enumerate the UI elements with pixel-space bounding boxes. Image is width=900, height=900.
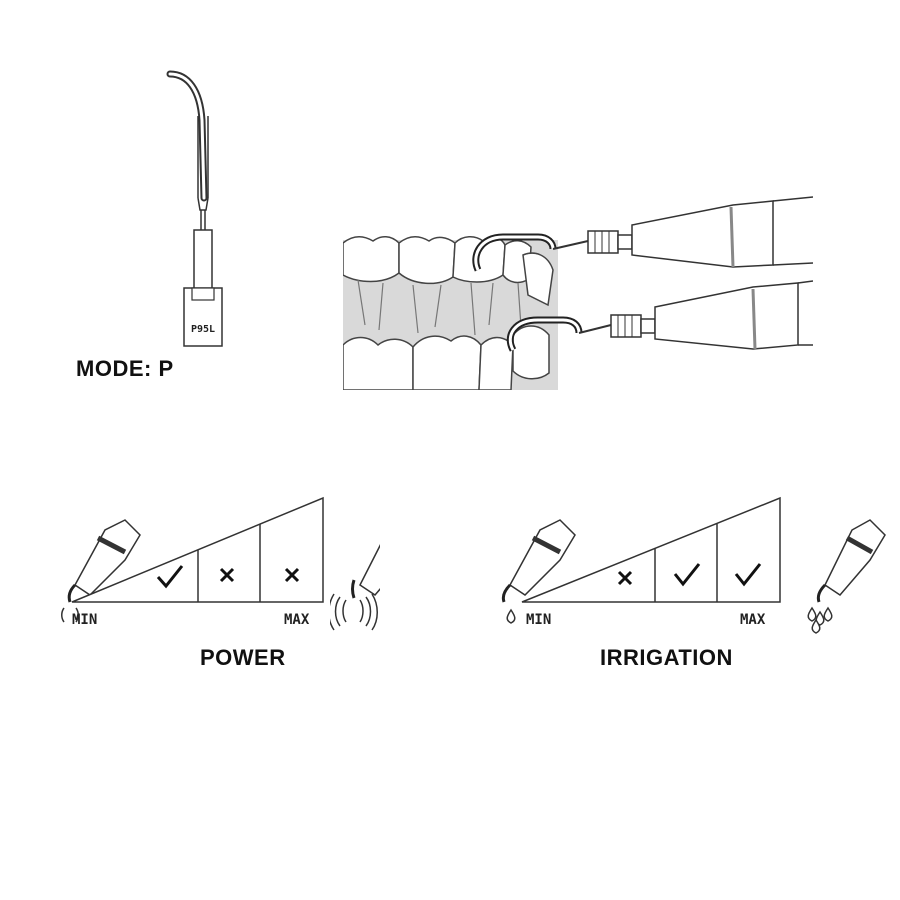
- power-seg1-check-icon: [156, 565, 184, 589]
- power-title: POWER: [200, 645, 286, 670]
- mode-label: MODE: P: [76, 356, 174, 381]
- irrigation-title: IRRIGATION: [600, 645, 733, 670]
- handpiece-on-teeth-illustration: [343, 196, 813, 390]
- scaler-tip-icon: P95L: [166, 70, 223, 347]
- tip-engraving: P95L: [191, 324, 215, 335]
- irrigation-seg1-cross-icon: [617, 570, 633, 586]
- high-vibration-handpiece-icon: [359, 544, 380, 596]
- irrigation-seg3-check-icon: [734, 563, 762, 587]
- power-min-label: MIN: [72, 612, 97, 628]
- power-seg2-cross-icon: [219, 567, 235, 583]
- irrigation-min-label: MIN: [526, 612, 551, 628]
- irrigation-max-label: MAX: [740, 612, 766, 628]
- power-max-label: MAX: [284, 612, 310, 628]
- low-vibration-handpiece-icon: [61, 519, 141, 623]
- multi-drop-handpiece-icon: [807, 519, 886, 634]
- irrigation-seg2-check-icon: [673, 563, 701, 587]
- high-vibration-waves-icon: [330, 579, 378, 631]
- irrigation-scale: MIN MAX: [501, 496, 886, 634]
- power-scale: MIN MAX: [61, 496, 380, 628]
- single-drop-handpiece-icon: [501, 519, 576, 624]
- power-seg3-cross-icon: [284, 567, 300, 583]
